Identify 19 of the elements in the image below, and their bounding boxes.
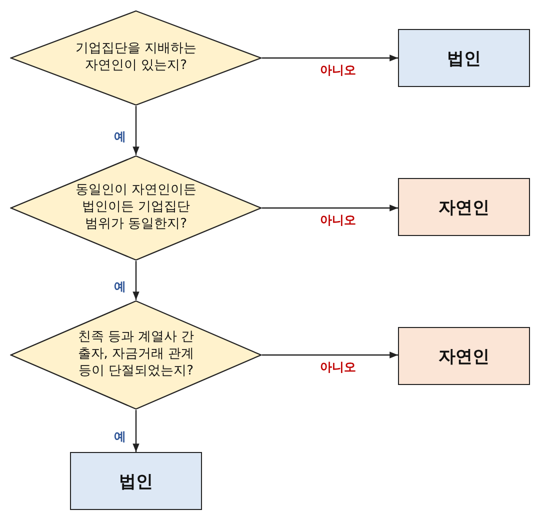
edge-label: 아니오: [318, 212, 358, 229]
arrow: [132, 410, 140, 452]
edge-label: 예: [112, 128, 128, 145]
result-box: 자연인: [398, 327, 530, 385]
edge-label: 예: [112, 278, 128, 295]
decision-text: 친족 등과 계열사 간 출자, 자금거래 관계 등이 단절되었는지?: [76, 330, 196, 380]
result-box: 자연인: [398, 178, 530, 236]
edge-label: 아니오: [318, 62, 358, 79]
arrow: [132, 261, 140, 300]
decision-text: 동일인이 자연인이든 법인이든 기업집단 범위가 동일한지?: [74, 182, 198, 234]
decision-text: 기업집단을 지배하는 자연인이 있는지?: [74, 41, 198, 75]
arrow: [262, 54, 398, 62]
edge-label: 예: [112, 428, 128, 446]
result-box: 법인: [398, 29, 530, 87]
edge-label: 아니오: [318, 359, 358, 376]
arrow: [132, 106, 140, 155]
arrow: [262, 352, 398, 358]
result-box: 법인: [70, 452, 202, 510]
arrow: [262, 204, 398, 212]
